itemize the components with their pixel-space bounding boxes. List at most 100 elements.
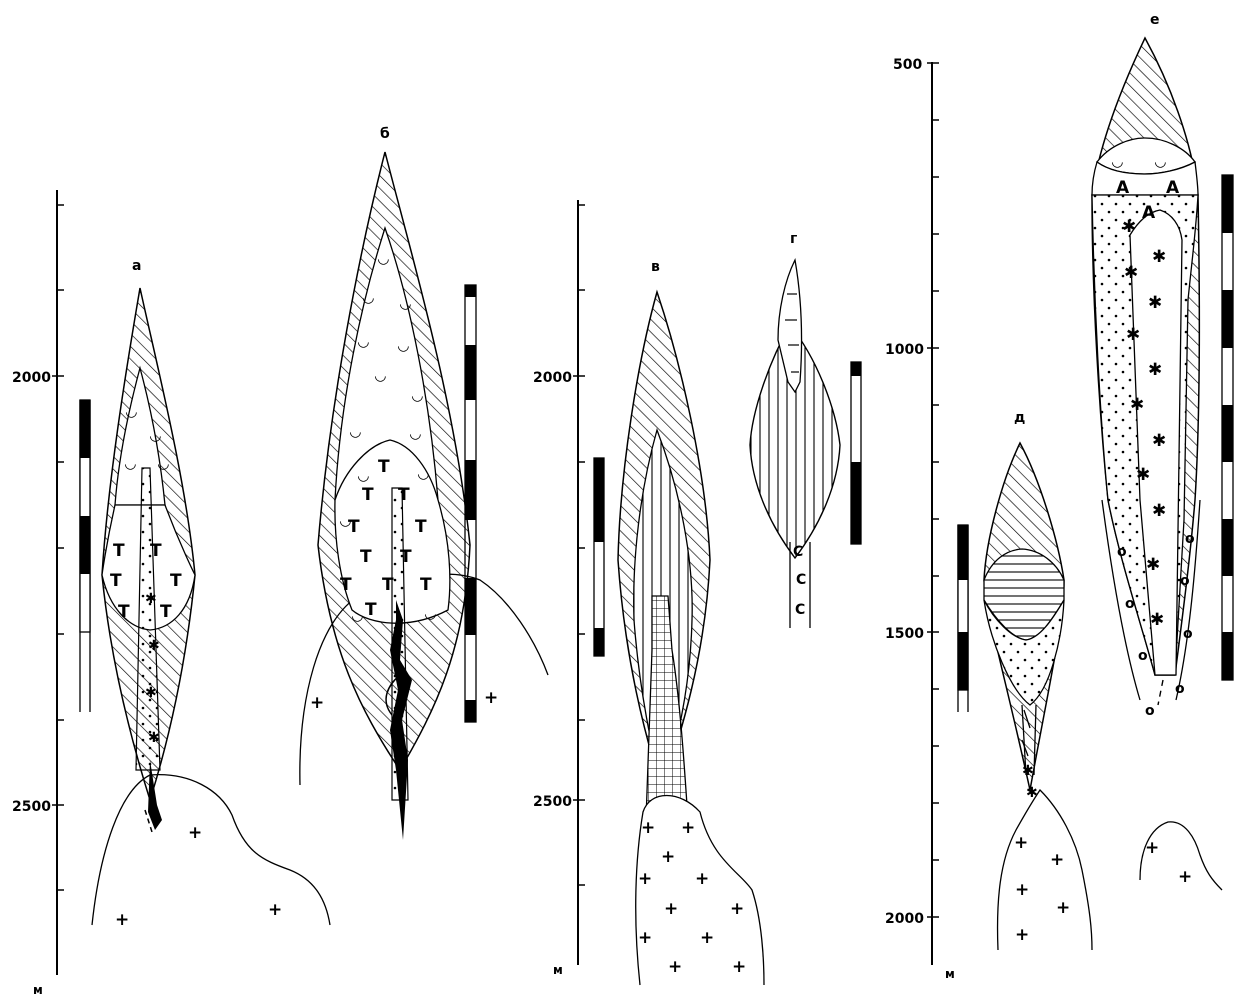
- panel-e: е ◡ ◡ A A A ✱ ✱ ✱ ✱ ✱ ✱ ✱ ✱ ✱ ✱ ✱ ✱ o o …: [1092, 12, 1222, 890]
- scale-bar-e: [1222, 175, 1233, 680]
- t-symbol: T: [362, 485, 374, 505]
- star-symbol: ✱: [1124, 263, 1138, 283]
- shell-symbol: ◡: [158, 456, 169, 472]
- shell-symbol: ◡: [1112, 154, 1123, 170]
- pebble-symbol: o: [1125, 596, 1135, 612]
- pebble-symbol: o: [1145, 703, 1155, 719]
- granite-symbol: +: [661, 847, 675, 867]
- star-symbol: ✱: [1026, 785, 1038, 801]
- star-symbol: ✱: [1150, 610, 1164, 630]
- t-symbol: T: [420, 575, 432, 595]
- depth-axis-3: 500 1000 1500 2000 м: [885, 57, 955, 981]
- a-symbol: A: [1116, 178, 1130, 198]
- granite-symbol: +: [730, 899, 744, 919]
- shell-symbol: ◡: [400, 296, 411, 312]
- t-symbol: T: [118, 602, 130, 622]
- t-symbol: T: [113, 541, 125, 561]
- shell-symbol: ◡: [352, 608, 363, 624]
- depth-axis-2: 2000 2500 м: [533, 200, 585, 977]
- t-symbol: T: [360, 547, 372, 567]
- granite-symbol: +: [1015, 880, 1029, 900]
- star-symbol: ✱: [145, 685, 157, 701]
- axis2-unit-label: м: [553, 963, 563, 977]
- star-symbol: ✱: [1122, 217, 1136, 237]
- panel-e-letter: е: [1150, 12, 1160, 28]
- t-symbol: T: [398, 485, 410, 505]
- granite-symbol: +: [664, 899, 678, 919]
- axis1-tick-label: 2000: [12, 370, 51, 386]
- granite-symbol: +: [638, 869, 652, 889]
- t-symbol: T: [150, 541, 162, 561]
- granite-symbol: +: [268, 900, 282, 920]
- star-symbol: ✱: [1126, 325, 1140, 345]
- shell-symbol: ◡: [125, 456, 136, 472]
- pebble-symbol: o: [1185, 531, 1195, 547]
- pebble-symbol: o: [1117, 544, 1127, 560]
- scale-bar-d: [958, 525, 968, 712]
- star-symbol: ✱: [1146, 555, 1160, 575]
- t-symbol: T: [378, 457, 390, 477]
- shell-symbol: ◡: [1155, 154, 1166, 170]
- panel-d-basement: [998, 790, 1092, 950]
- granite-symbol: +: [641, 818, 655, 838]
- shell-symbol: ◡: [358, 468, 369, 484]
- panel-g: г C C C: [750, 231, 840, 628]
- granite-symbol: +: [1178, 867, 1192, 887]
- granite-symbol: +: [188, 823, 202, 843]
- granite-symbol: +: [695, 869, 709, 889]
- granite-symbol: +: [638, 928, 652, 948]
- bracket-symbol: C: [793, 544, 803, 560]
- t-symbol: T: [348, 517, 360, 537]
- star-symbol: ✱: [145, 591, 157, 607]
- pebble-symbol: o: [1138, 648, 1148, 664]
- star-symbol: ✱: [1022, 763, 1034, 779]
- scale-bar-g: [851, 362, 861, 544]
- granite-symbol: +: [1014, 833, 1028, 853]
- shell-symbol: ◡: [418, 466, 429, 482]
- granite-symbol: +: [681, 818, 695, 838]
- t-symbol: T: [365, 600, 377, 620]
- panel-b-letter: б: [380, 126, 390, 142]
- granite-symbol: +: [1145, 838, 1159, 858]
- granite-symbol: +: [732, 957, 746, 977]
- shell-symbol: ◡: [363, 290, 374, 306]
- granite-symbol: +: [668, 957, 682, 977]
- a-symbol: A: [1142, 203, 1156, 223]
- star-symbol: ✱: [148, 638, 160, 654]
- axis3-tick-label: 500: [893, 57, 922, 73]
- bracket-symbol: C: [795, 602, 805, 618]
- granite-symbol: +: [1056, 898, 1070, 918]
- star-symbol: ✱: [1136, 465, 1150, 485]
- star-symbol: ✱: [148, 730, 160, 746]
- t-symbol: T: [110, 571, 122, 591]
- granite-symbol: +: [1015, 925, 1029, 945]
- depth-axis-1: 2000 2500 м: [12, 190, 64, 997]
- panel-d: д ✱ ✱ + + + + +: [984, 410, 1092, 950]
- axis3-unit-label: м: [945, 967, 955, 981]
- pebble-symbol: o: [1183, 626, 1193, 642]
- axis2-tick-label: 2500: [533, 794, 572, 810]
- panel-b: б ◡ ◡ ◡ ◡ ◡ ◡ ◡ ◡ ◡ ◡ ◡ ◡ ◡ ◡ T T T T T …: [300, 126, 548, 840]
- pebble-symbol: o: [1175, 681, 1185, 697]
- axis2-tick-label: 2000: [533, 370, 572, 386]
- t-symbol: T: [382, 575, 394, 595]
- shell-symbol: ◡: [350, 424, 361, 440]
- shell-symbol: ◡: [358, 334, 369, 350]
- shell-symbol: ◡: [150, 428, 161, 444]
- star-symbol: ✱: [1152, 501, 1166, 521]
- axis1-tick-label: 2500: [12, 799, 51, 815]
- granite-symbol: +: [1050, 850, 1064, 870]
- shell-symbol: ◡: [398, 338, 409, 354]
- shell-symbol: ◡: [375, 368, 386, 384]
- t-symbol: T: [170, 571, 182, 591]
- pebble-symbol: o: [1180, 573, 1190, 589]
- t-symbol: T: [160, 602, 172, 622]
- granite-symbol: +: [700, 928, 714, 948]
- panel-g-letter: г: [790, 231, 797, 247]
- scale-bar-b: [465, 285, 476, 722]
- panel-d-letter: д: [1014, 410, 1025, 426]
- axis3-tick-label: 1500: [885, 626, 924, 642]
- axis3-tick-label: 1000: [885, 342, 924, 358]
- panel-v-letter: в: [651, 259, 660, 275]
